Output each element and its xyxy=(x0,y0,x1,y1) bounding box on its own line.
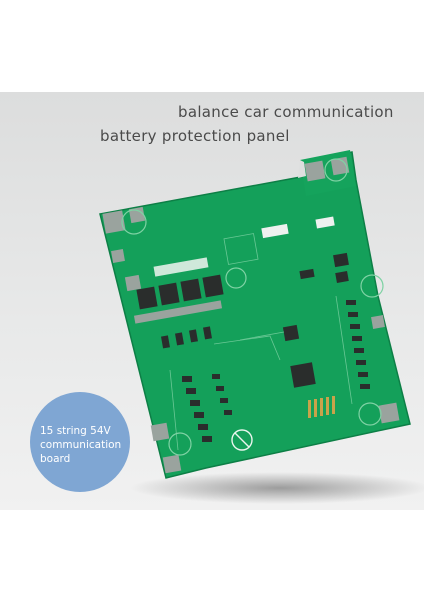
silkscreen-lines xyxy=(169,233,353,451)
integrated-circuits xyxy=(282,252,349,388)
disposal-logo-icon xyxy=(231,429,253,451)
left-component-column xyxy=(182,374,232,442)
mosfet-row xyxy=(133,274,224,324)
spec-badge-text: 15 string 54V communication board xyxy=(40,424,130,466)
title-line-2: battery protection panel xyxy=(100,127,290,145)
spec-badge-line-1: 15 string 54V xyxy=(40,425,111,437)
right-component-column xyxy=(346,300,370,389)
corner-pads xyxy=(102,156,400,474)
connectors xyxy=(153,216,335,277)
header-pins xyxy=(308,396,335,418)
board-shadow xyxy=(130,472,424,504)
spec-badge xyxy=(30,392,130,492)
title-line-1: balance car communication xyxy=(178,103,394,121)
spec-badge-line-3: board xyxy=(40,453,71,465)
spec-badge-line-2: communication xyxy=(40,439,122,451)
resistor-blocks xyxy=(161,326,212,349)
mounting-holes xyxy=(121,158,384,456)
